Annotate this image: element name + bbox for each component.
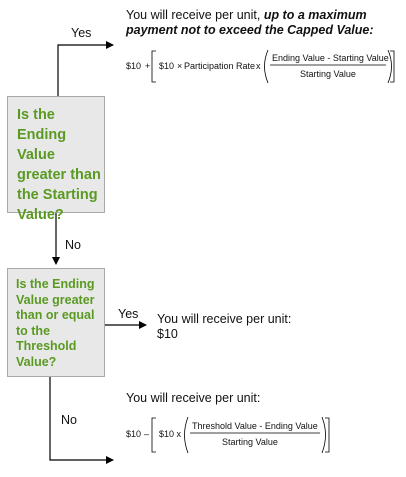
formula1-base: $10 bbox=[126, 61, 142, 71]
decision-2-question: Is the Ending Value greater than or equa… bbox=[16, 277, 95, 369]
outcome-1-plain: You will receive per unit, bbox=[126, 8, 264, 22]
yes-label-1: Yes bbox=[71, 26, 92, 40]
yes-label-2: Yes bbox=[118, 307, 139, 321]
formula1-op: + bbox=[145, 61, 151, 71]
formula2-inner-base: $10 x bbox=[159, 429, 182, 439]
outcome-1-line1: You will receive per unit, up to a maxim… bbox=[126, 8, 367, 23]
formula2-op: – bbox=[144, 429, 150, 439]
formula2-denominator: Starting Value bbox=[222, 437, 278, 447]
formula2-brackets bbox=[151, 416, 330, 454]
outcome-2-line2: $10 bbox=[157, 327, 178, 341]
no-label-2: No bbox=[61, 413, 77, 427]
formula1-inner-base: $10 bbox=[159, 61, 175, 71]
decision-box-1: Is the Ending Value greater than the Sta… bbox=[7, 96, 105, 223]
formula1-denominator: Starting Value bbox=[300, 69, 356, 79]
yes-arrow-1 bbox=[57, 41, 114, 96]
no-label-1: No bbox=[65, 238, 81, 252]
formula2-base: $10 bbox=[126, 429, 142, 439]
decision-box-2: Is the Ending Value greater than or equa… bbox=[7, 268, 105, 377]
decision-1-question: Is the Ending Value greater than the Sta… bbox=[17, 107, 101, 223]
formula1-times2: x bbox=[256, 61, 261, 71]
formula1-times1: × bbox=[177, 61, 183, 71]
no-arrow-2 bbox=[49, 377, 114, 464]
outcome-1-emph-a: up to a maximum bbox=[263, 8, 367, 22]
outcome-1-line2: payment not to exceed the Capped Value: bbox=[126, 23, 374, 37]
outcome-3-line1: You will receive per unit: bbox=[126, 391, 261, 405]
outcome-2-line1: You will receive per unit: bbox=[157, 312, 292, 326]
formula1-brackets bbox=[151, 49, 395, 84]
formula1-factor: Participation Rate bbox=[184, 61, 256, 71]
formula2-numerator: Threshold Value - Ending Value bbox=[192, 421, 318, 431]
formula1-numerator: Ending Value - Starting Value bbox=[272, 53, 389, 63]
